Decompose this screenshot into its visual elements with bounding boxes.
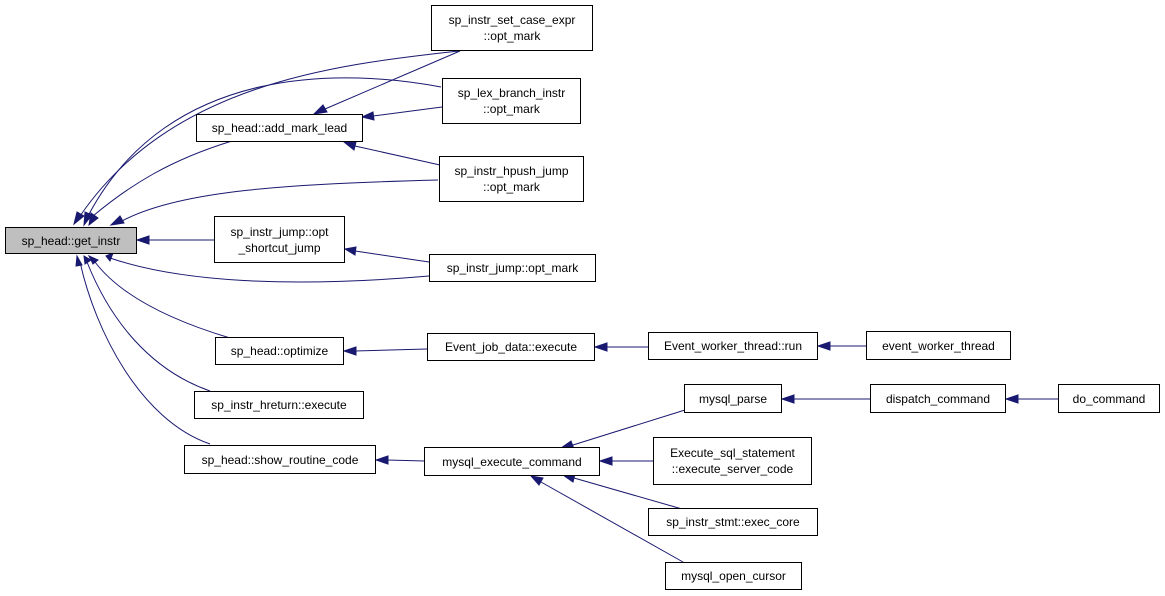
node-label-line-1: sp_instr_set_case_expr bbox=[448, 13, 576, 27]
node-label: Event_worker_thread::run bbox=[663, 339, 803, 353]
edge-optimize-to-get-instr bbox=[94, 261, 231, 339]
node-label: sp_instr_jump::opt_mark bbox=[446, 261, 579, 275]
node-sp-instr-jump-opt-mark[interactable]: sp_instr_jump::opt_mark bbox=[429, 254, 596, 282]
arrowhead-opt-shortcut bbox=[343, 246, 357, 256]
edge-jump-opt-mark-to-get-instr bbox=[109, 257, 430, 283]
node-label: dispatch_command bbox=[885, 391, 991, 406]
edge-stmt-exec-core-to-exec-command bbox=[573, 477, 683, 510]
node-label-line-2: ::execute_server_code bbox=[671, 462, 794, 476]
node-sp-instr-stmt-exec-core[interactable]: sp_instr_stmt::exec_core bbox=[648, 508, 818, 536]
edge-lex-branch-to-add-mark-lead bbox=[372, 106, 443, 117]
arrowhead-dispatch bbox=[1004, 394, 1019, 404]
arrowhead-mysql-parse bbox=[780, 394, 795, 404]
node-event-worker-thread-run[interactable]: Event_worker_thread::run bbox=[648, 332, 818, 360]
edge-lex-branch-to-get-instr bbox=[87, 77, 442, 217]
arrowhead-add-mark-lead-2 bbox=[360, 111, 375, 121]
node-sp-instr-jump-opt-shortcut-jump[interactable]: sp_instr_jump::opt _shortcut_jump bbox=[214, 216, 345, 263]
node-label: sp_instr_hreturn::execute bbox=[211, 398, 347, 412]
edge-job-execute-to-optimize bbox=[354, 348, 428, 352]
node-label: mysql_open_cursor bbox=[681, 569, 786, 583]
node-label: sp_head::get_instr bbox=[21, 233, 121, 248]
node-mysql-open-cursor[interactable]: mysql_open_cursor bbox=[665, 562, 802, 590]
node-sp-head-show-routine-code[interactable]: sp_head::show_routine_code bbox=[184, 445, 376, 474]
arrowhead-get-instr-top-1 bbox=[73, 211, 85, 226]
arrowhead-worker-run bbox=[816, 341, 831, 351]
node-sp-head-optimize[interactable]: sp_head::optimize bbox=[215, 337, 344, 365]
node-label: sp_head::add_mark_lead bbox=[211, 121, 348, 135]
arrowhead-get-instr-bottom-1 bbox=[105, 252, 114, 262]
arrowhead-get-instr-top-2 bbox=[83, 211, 93, 227]
node-sp-head-get-instr: sp_head::get_instr bbox=[5, 227, 137, 254]
node-label-line-1: sp_instr_hpush_jump bbox=[454, 164, 569, 178]
node-label: event_worker_thread bbox=[882, 338, 995, 353]
node-event-job-data-execute[interactable]: Event_job_data::execute bbox=[427, 333, 595, 361]
node-dispatch-command[interactable]: dispatch_command bbox=[870, 384, 1006, 413]
node-label: mysql_execute_command bbox=[442, 454, 582, 469]
node-sp-instr-hreturn-execute[interactable]: sp_instr_hreturn::execute bbox=[194, 391, 364, 419]
node-label: do_command bbox=[1072, 391, 1146, 406]
edge-set-case-expr-to-add-mark-lead bbox=[324, 50, 461, 110]
node-sp-instr-set-case-expr-opt-mark[interactable]: sp_instr_set_case_expr ::opt_mark bbox=[431, 5, 593, 51]
node-label-line-1: sp_instr_jump::opt bbox=[230, 224, 329, 239]
edge-jump-opt-mark-to-opt-shortcut bbox=[354, 250, 430, 263]
arrowhead-get-instr-top-3 bbox=[88, 212, 99, 227]
node-sp-head-add-mark-lead[interactable]: sp_head::add_mark_lead bbox=[196, 114, 363, 142]
arrowhead-add-mark-lead-1 bbox=[312, 104, 328, 115]
node-do-command[interactable]: do_command bbox=[1058, 384, 1160, 413]
node-sp-instr-hpush-jump-opt-mark[interactable]: sp_instr_hpush_jump ::opt_mark bbox=[439, 156, 584, 202]
arrowhead-exec-command-2 bbox=[598, 456, 613, 466]
edge-show-routine-to-get-instr bbox=[79, 261, 211, 445]
edge-hpush-jump-to-add-mark-lead bbox=[354, 145, 441, 166]
edge-open-cursor-to-exec-command bbox=[540, 481, 684, 563]
node-label-line-2: ::opt_mark bbox=[483, 180, 540, 194]
node-label: Event_job_data::execute bbox=[444, 340, 578, 354]
arrowhead-get-instr-right bbox=[135, 235, 150, 245]
node-label-line-2: ::opt_mark bbox=[483, 29, 541, 43]
edge-exec-command-to-show-routine bbox=[386, 459, 425, 462]
node-label: sp_head::show_routine_code bbox=[201, 452, 359, 467]
node-label: sp_instr_stmt::exec_core bbox=[666, 515, 800, 529]
edge-hpush-jump-to-get-instr bbox=[121, 179, 439, 222]
edge-hreturn-to-get-instr bbox=[86, 261, 211, 392]
arrowhead-exec-command-4 bbox=[529, 475, 544, 486]
node-label-line-2: ::opt_mark bbox=[483, 102, 540, 116]
node-mysql-parse[interactable]: mysql_parse bbox=[684, 384, 782, 413]
node-mysql-execute-command[interactable]: mysql_execute_command bbox=[424, 447, 600, 476]
node-label-line-1: Execute_sql_statement bbox=[670, 446, 795, 460]
node-label: mysql_parse bbox=[698, 391, 768, 406]
node-label: sp_head::optimize bbox=[230, 344, 329, 358]
arrowhead-add-mark-lead-3 bbox=[342, 141, 357, 151]
arrowhead-get-instr-bottom-4 bbox=[75, 254, 83, 267]
node-sp-lex-branch-instr-opt-mark[interactable]: sp_lex_branch_instr ::opt_mark bbox=[442, 78, 581, 124]
arrowhead-show-routine bbox=[374, 455, 389, 465]
edge-add-mark-lead-to-get-instr bbox=[92, 140, 233, 217]
node-event-worker-thread[interactable]: event_worker_thread bbox=[866, 331, 1011, 360]
arrowhead-optimize bbox=[342, 346, 357, 356]
node-execute-sql-statement-execute-server-code[interactable]: Execute_sql_statement ::execute_server_c… bbox=[653, 437, 812, 485]
node-label-line-2: _shortcut_jump bbox=[238, 240, 321, 255]
edge-mysql-parse-to-exec-command bbox=[572, 409, 686, 446]
arrowhead-job-execute bbox=[593, 342, 608, 352]
arrowhead-get-instr-bottom-3 bbox=[83, 255, 92, 265]
node-label-line-1: sp_lex_branch_instr bbox=[457, 86, 566, 100]
arrowhead-get-instr-top-4 bbox=[109, 215, 125, 226]
